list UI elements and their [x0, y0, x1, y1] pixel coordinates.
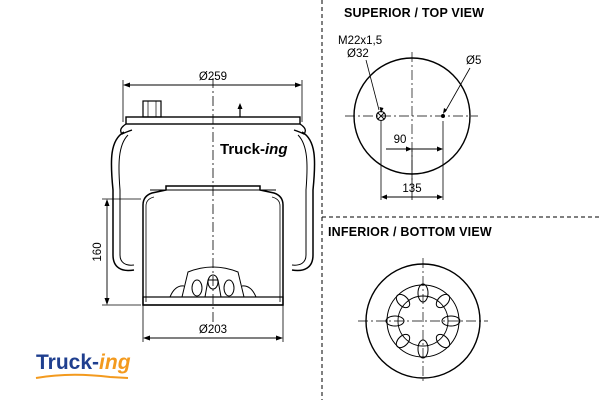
- offset-135-label: 135: [402, 183, 421, 195]
- hole-leader: [444, 67, 471, 113]
- bellows-inner-left: [118, 134, 135, 266]
- side-view: [102, 78, 316, 342]
- arrow-icon: [143, 335, 150, 341]
- arrow-icon: [406, 146, 412, 152]
- arrow-icon: [123, 82, 130, 88]
- arrow-icon: [237, 103, 243, 109]
- arrow-icon: [437, 194, 443, 200]
- top-view-title: SUPERIOR / TOP VIEW: [344, 6, 484, 20]
- logo-swoosh: [35, 373, 129, 379]
- bellows-wall-left: [110, 131, 135, 272]
- lobe: [417, 339, 429, 359]
- stud-leader: [365, 59, 380, 111]
- arrow-icon: [276, 335, 283, 341]
- piston-body: [142, 185, 284, 306]
- brand-logo-text: Truck-ing: [36, 351, 131, 374]
- small-hole-dot: [441, 114, 445, 118]
- top-diameter-label: Ø259: [199, 71, 227, 83]
- arrow-icon: [104, 298, 110, 305]
- lobe: [385, 315, 405, 327]
- lobe: [395, 293, 411, 309]
- lobe: [417, 283, 429, 303]
- bottom-view-title: INFERIOR / BOTTOM VIEW: [328, 225, 492, 239]
- piston-inner-right: [271, 196, 281, 302]
- bottom-diameter-label: Ø203: [199, 324, 227, 336]
- piston-inner-left: [145, 196, 155, 302]
- top-stud: [142, 100, 162, 118]
- thread-label: M22x1,5: [338, 35, 382, 47]
- brand-logo: Truck-ing: [35, 351, 131, 379]
- lobe: [441, 315, 461, 327]
- lobe: [435, 333, 451, 349]
- bellows-wall-right: [291, 131, 316, 272]
- top-view: [345, 52, 478, 200]
- arrow-icon: [443, 108, 447, 114]
- lobe: [435, 293, 451, 309]
- bottom-view: [358, 258, 488, 384]
- lobe: [395, 333, 411, 349]
- stud-cross: [377, 112, 385, 120]
- arrow-icon: [295, 82, 302, 88]
- side-arrowheads: [104, 82, 302, 341]
- height-label: 160: [92, 242, 104, 261]
- small-hole-label: Ø5: [466, 55, 481, 67]
- watermark-brand: Truck-ing: [220, 141, 288, 158]
- top-view-arrowheads: [379, 107, 447, 200]
- arrow-icon: [104, 199, 110, 206]
- bellows-inner-right: [291, 134, 308, 266]
- arrow-icon: [381, 194, 387, 200]
- offset-90-label: 90: [394, 134, 407, 146]
- bottom-lobes: [385, 283, 461, 359]
- arrow-icon: [437, 146, 443, 152]
- arrow-icon: [379, 107, 384, 113]
- view-separators: [321, 0, 600, 400]
- stud-diameter-label: Ø32: [347, 48, 369, 60]
